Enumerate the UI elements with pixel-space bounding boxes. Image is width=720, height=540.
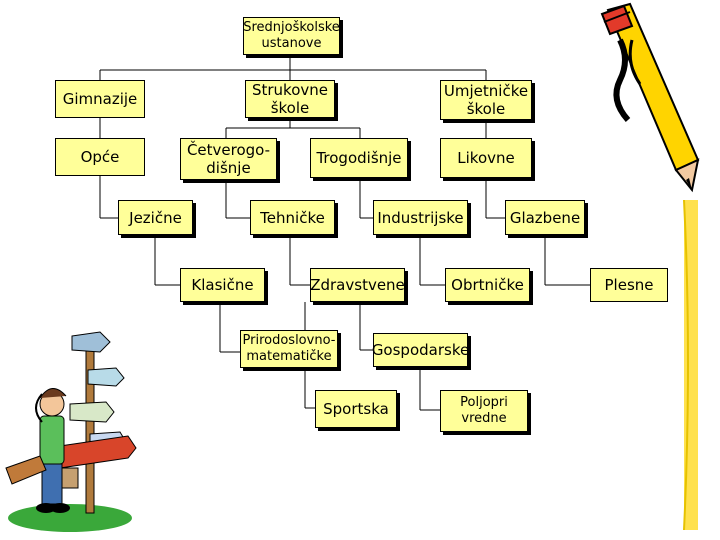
node-umjetnicke-skole: Umjetničke škole [440,80,532,120]
node-opce: Opće [55,138,145,176]
node-klasicne: Klasične [180,268,265,302]
node-poljoprivredne: Poljopri vredne [440,390,528,432]
node-plesne: Plesne [590,268,668,302]
node-jezicne: Jezične [118,200,193,235]
pencil-clipart [600,2,700,531]
node-zdravstvene: Zdravstvene [310,268,405,302]
node-strukovne-skole: Strukovne škole [245,80,335,118]
node-gimnazije: Gimnazije [55,80,145,118]
node-trogodisnje: Trogodišnje [310,138,408,178]
node-obrtnicke: Obrtničke [445,268,530,302]
signpost-person-clipart [5,331,137,532]
node-likovne: Likovne [440,138,532,178]
node-srednjoskolske-ustanove: Srednjoškolske ustanove [243,17,340,55]
node-glazbene: Glazbene [505,200,585,235]
node-industrijske: Industrijske [373,200,468,235]
node-sportska: Sportska [315,390,397,428]
node-gospodarske: Gospodarske [372,333,469,367]
node-tehnicke: Tehničke [250,200,335,235]
node-cetverogodisnje: Četverogo- dišnje [180,138,277,180]
node-prirodoslovno-matematicke: Prirodoslovno- matematičke [240,330,338,368]
